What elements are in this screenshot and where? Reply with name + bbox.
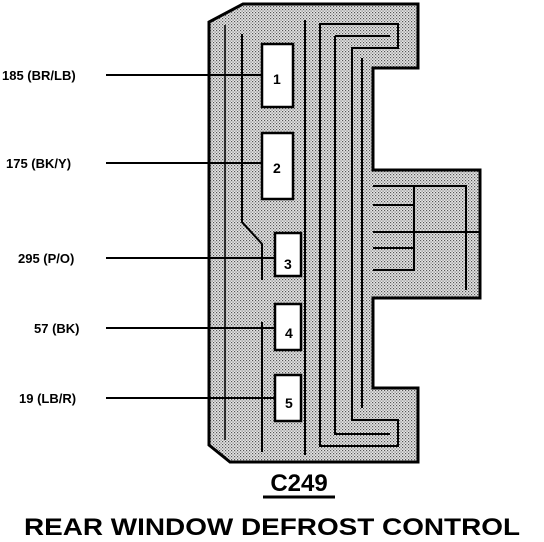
pin-1-wire-label: 185 (BR/LB): [2, 68, 76, 83]
pin-1-number: 1: [273, 71, 281, 87]
pin-5-wire-label: 19 (LB/R): [19, 391, 76, 406]
pin-2-cavity: [260, 131, 295, 201]
connector-id: C249: [270, 470, 327, 497]
diagram-title: REAR WINDOW DEFROST CONTROL: [24, 514, 520, 541]
channel-outline-1: [319, 23, 399, 447]
pin-4-wire-label: 57 (BK): [34, 321, 80, 336]
pin-3-cavity: [273, 231, 303, 278]
pin-3-number: 3: [284, 256, 292, 272]
pin-2-wire-label: 175 (BK/Y): [6, 156, 71, 171]
pin-4-number: 4: [285, 325, 293, 341]
pin-2-number: 2: [273, 160, 281, 176]
inner-wall-outer: [241, 34, 263, 452]
latch-block: [373, 185, 480, 290]
pin-3-wire-label: 295 (P/O): [18, 251, 74, 266]
pin-5-number: 5: [285, 395, 293, 411]
pin-4-cavity: [273, 302, 303, 352]
channel-outline-2: [334, 35, 390, 435]
